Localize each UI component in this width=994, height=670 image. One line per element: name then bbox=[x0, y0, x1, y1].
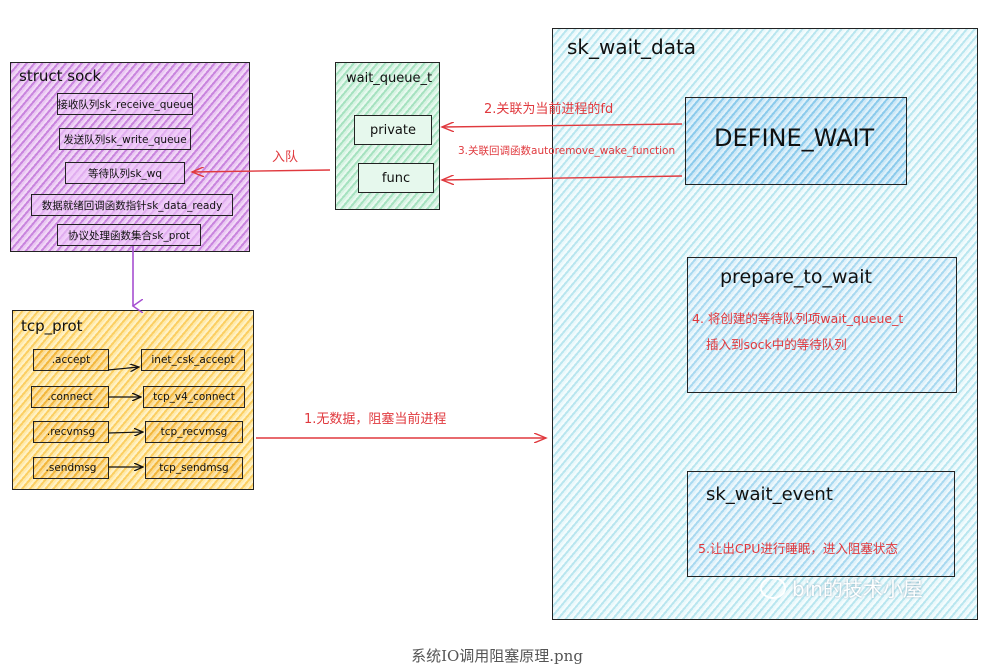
step3-arrow bbox=[442, 176, 683, 180]
tcp-prot-tcp-recvmsg: tcp_recvmsg bbox=[145, 421, 243, 443]
sk-wait-event-note: 5.让出CPU进行睡眠，进入阻塞状态 bbox=[698, 541, 898, 556]
step3-label: 3.关联回调函数autoremove_wake_function bbox=[458, 145, 676, 157]
define-wait-box: DEFINE_WAIT bbox=[685, 97, 907, 185]
prepare-to-wait-title: prepare_to_wait bbox=[720, 266, 872, 288]
prepare-to-wait-note-2: 插入到sock中的等待队列 bbox=[706, 337, 847, 352]
tcp-prot-sendmsg: .sendmsg bbox=[33, 457, 109, 479]
step1-label: 1.无数据，阻塞当前进程 bbox=[304, 412, 447, 427]
enqueue-arrow bbox=[192, 170, 331, 172]
sock-item-sk-prot: 协议处理函数集合sk_prot bbox=[57, 224, 201, 246]
wechat-icon bbox=[760, 576, 786, 599]
accept-map-arrow bbox=[107, 367, 139, 370]
tcp-prot-tcp-sendmsg: tcp_sendmsg bbox=[145, 457, 243, 479]
prepare-to-wait-note-1: 4. 将创建的等待队列项wait_queue_t bbox=[692, 311, 904, 326]
wait-queue-private: private bbox=[354, 115, 432, 145]
tcp-prot-title: tcp_prot bbox=[21, 317, 83, 335]
sock-item-sk-wq: 等待队列sk_wq bbox=[65, 162, 185, 184]
sock-item-write-queue: 发送队列sk_write_queue bbox=[59, 128, 191, 150]
tcp-prot-accept: .accept bbox=[33, 349, 109, 371]
define-wait-label: DEFINE_WAIT bbox=[714, 124, 875, 152]
sk-wait-data-box: sk_wait_data DEFINE_WAIT prepare_to_wait… bbox=[552, 28, 978, 620]
step2-label: 2.关联为当前进程的fd bbox=[484, 102, 614, 117]
enqueue-label: 入队 bbox=[272, 150, 299, 165]
prepare-to-wait-box: prepare_to_wait 4. 将创建的等待队列项wait_queue_t… bbox=[687, 257, 957, 393]
sk-wait-event-title: sk_wait_event bbox=[706, 484, 833, 505]
tcp-prot-inet-csk-accept: inet_csk_accept bbox=[141, 349, 245, 371]
sk-wait-event-box: sk_wait_event 5.让出CPU进行睡眠，进入阻塞状态 bbox=[687, 471, 955, 577]
wait-queue-func: func bbox=[358, 163, 434, 193]
wait-queue-box: wait_queue_t private func bbox=[335, 62, 440, 210]
watermark: bin的技术小屋 bbox=[760, 573, 923, 602]
recvmsg-map-arrow bbox=[107, 432, 143, 433]
sk-wait-data-title: sk_wait_data bbox=[567, 35, 697, 59]
sock-item-receive-queue: 接收队列sk_receive_queue bbox=[57, 93, 193, 115]
struct-sock-box: struct sock 接收队列sk_receive_queue 发送队列sk_… bbox=[10, 62, 250, 252]
tcp-prot-tcp-v4-connect: tcp_v4_connect bbox=[143, 386, 245, 408]
step2-arrow bbox=[442, 124, 683, 127]
image-caption: 系统IO调用阻塞原理.png bbox=[411, 647, 583, 665]
sock-item-data-ready: 数据就绪回调函数指针sk_data_ready bbox=[31, 194, 233, 216]
watermark-text: bin的技术小屋 bbox=[792, 577, 923, 601]
tcp-prot-recvmsg: .recvmsg bbox=[33, 421, 109, 443]
struct-sock-title: struct sock bbox=[19, 67, 102, 85]
wait-queue-title: wait_queue_t bbox=[346, 71, 433, 86]
